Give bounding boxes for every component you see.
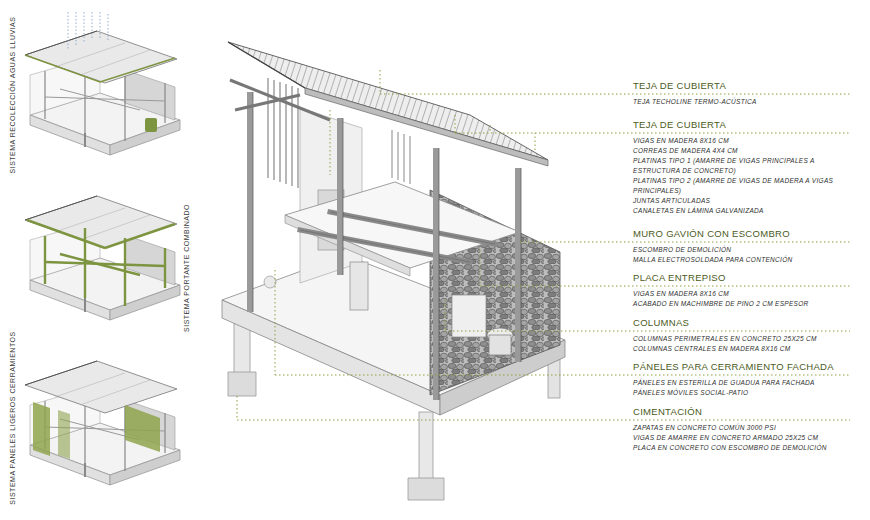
callout-note: PÁNELES EN ESTERILLA DE GUADUA PARA FACH… [633, 378, 815, 388]
callout-note: CORREAS DE MADERA 4X4 CM [633, 146, 738, 156]
callout-note: PLATINAS TIPO 2 (AMARRE DE VIGAS DE MADE… [633, 176, 855, 196]
callout-note: PÁNELES MÓVILES SOCIAL-PATIO [633, 388, 748, 398]
callout-note: VIGAS EN MADERA 8X16 CM [633, 136, 729, 146]
callout-note: COLUMNAS CENTRALES EN MADERA 8X16 CM [633, 344, 791, 354]
callout-heading: CIMENTACIÓN [633, 406, 702, 418]
callout-heading: PLACA ENTREPISO [633, 272, 726, 284]
callout-note: VIGAS EN MADERA 8X16 CM [633, 289, 729, 299]
callout-note: PLATINAS TIPO 1 (AMARRE DE VIGAS PRINCIP… [633, 156, 855, 176]
callout-heading: TEJA DE CUBIERTA [633, 80, 726, 92]
system-label: SISTEMA PORTANTE COMBINADO [182, 204, 191, 332]
callout-note: TEJA TECHOLINE TERMO-ACÚSTICA [633, 97, 757, 107]
callout-note: MALLA ELECTROSOLDADA PARA CONTENCIÓN [633, 255, 793, 265]
callout-note: ACABADO EN MACHIMBRE DE PINO 2 CM ESPESO… [633, 299, 809, 309]
callout-heading: TEJA DE CUBIERTA [633, 119, 726, 131]
system-label: SISTEMA RECOLECCIÓN AGUAS LLUVIAS [8, 17, 17, 174]
callout-note: JUNTAS ARTICULADAS [633, 196, 710, 206]
callout-note: CANALETAS EN LÁMINA GALVANIZADA [633, 206, 764, 216]
callout-note: ESCOMBRO DE DEMOLICIÓN [633, 245, 731, 255]
callout-heading: MURO GAVIÓN CON ESCOMBRO [633, 228, 790, 240]
callout-heading: COLUMNAS [633, 317, 689, 329]
callout-heading: PÁNELES PARA CERRAMIENTO FACHADA [633, 361, 834, 373]
system-label: SISTEMA PANELES LIGEROS CERRAMIENTOS [8, 331, 17, 504]
callout-note: VIGAS DE AMARRE EN CONCRETO ARMADO 25X25… [633, 433, 818, 443]
callout-note: PLACA EN CONCRETO CON ESCOMBRO DE DEMOLI… [633, 443, 827, 453]
callout-note: COLUMNAS PERIMETRALES EN CONCRETO 25X25 … [633, 334, 817, 344]
callout-note: ZAPATAS EN CONCRETO COMÚN 3000 PSI [633, 423, 776, 433]
